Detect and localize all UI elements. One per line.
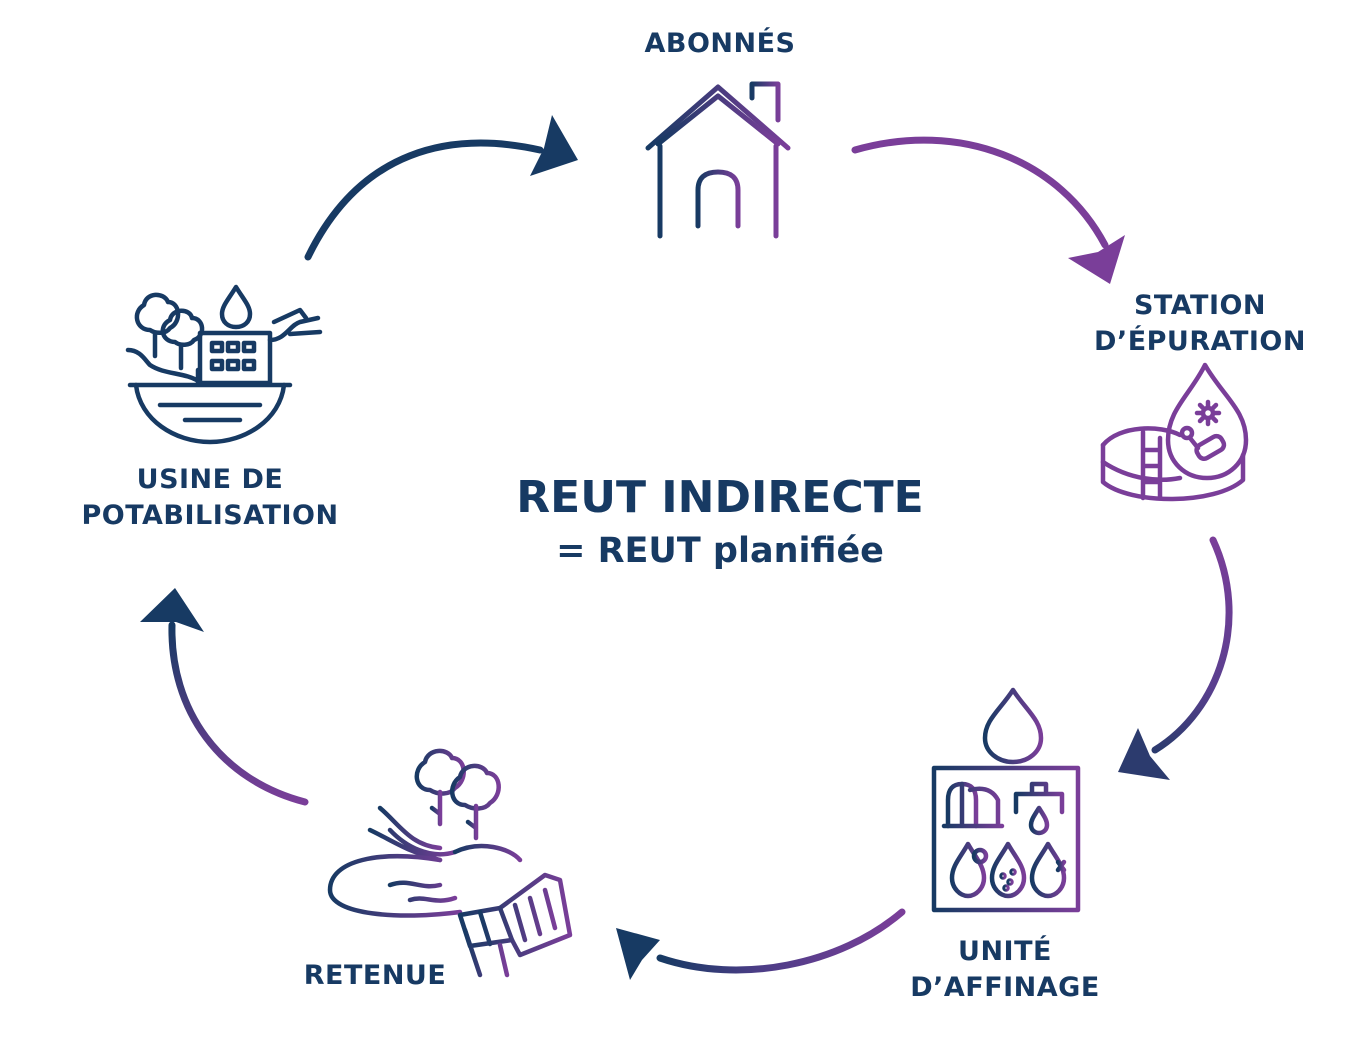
label-line: USINE DE [136, 464, 284, 495]
node-label-station-epuration: STATION D’ÉPURATION [1070, 288, 1330, 360]
refining-unit-icon [931, 687, 1081, 913]
diagram-subtitle: = REUT planifiée [556, 531, 884, 571]
diagram-title: REUT INDIRECTE [516, 472, 924, 523]
label-line: D’AFFINAGE [910, 972, 1100, 1003]
arrowhead-icon [1068, 235, 1125, 284]
arrowhead-icon [1118, 728, 1170, 780]
arrowhead-icon [616, 928, 660, 980]
arrow-abonnes-to-station [851, 136, 1125, 284]
node-label-usine-potabilisation: USINE DE POTABILISATION [60, 462, 360, 534]
arrow-station-to-affinage [1118, 536, 1233, 780]
arrow-usine-to-abonnes [304, 115, 578, 261]
house-icon [645, 81, 791, 239]
arrow-retenue-to-usine [140, 588, 309, 806]
node-label-unite-affinage: UNITÉ D’AFFINAGE [880, 934, 1130, 1006]
water-treatment-plant-icon [125, 284, 323, 445]
label-line: UNITÉ [958, 936, 1052, 967]
label-line: D’ÉPURATION [1094, 326, 1306, 357]
node-label-abonnes: ABONNÉS [600, 26, 840, 62]
arrowhead-icon [140, 588, 204, 632]
label-line: STATION [1133, 290, 1267, 321]
arrowhead-icon [530, 115, 578, 176]
label-line: POTABILISATION [81, 500, 339, 531]
node-label-retenue: RETENUE [270, 958, 480, 994]
label-line: RETENUE [303, 960, 447, 991]
reservoir-dam-icon [327, 748, 573, 978]
arrow-affinage-to-retenue [616, 908, 906, 980]
label-line: ABONNÉS [644, 28, 796, 59]
treatment-plant-icon [1100, 362, 1249, 502]
